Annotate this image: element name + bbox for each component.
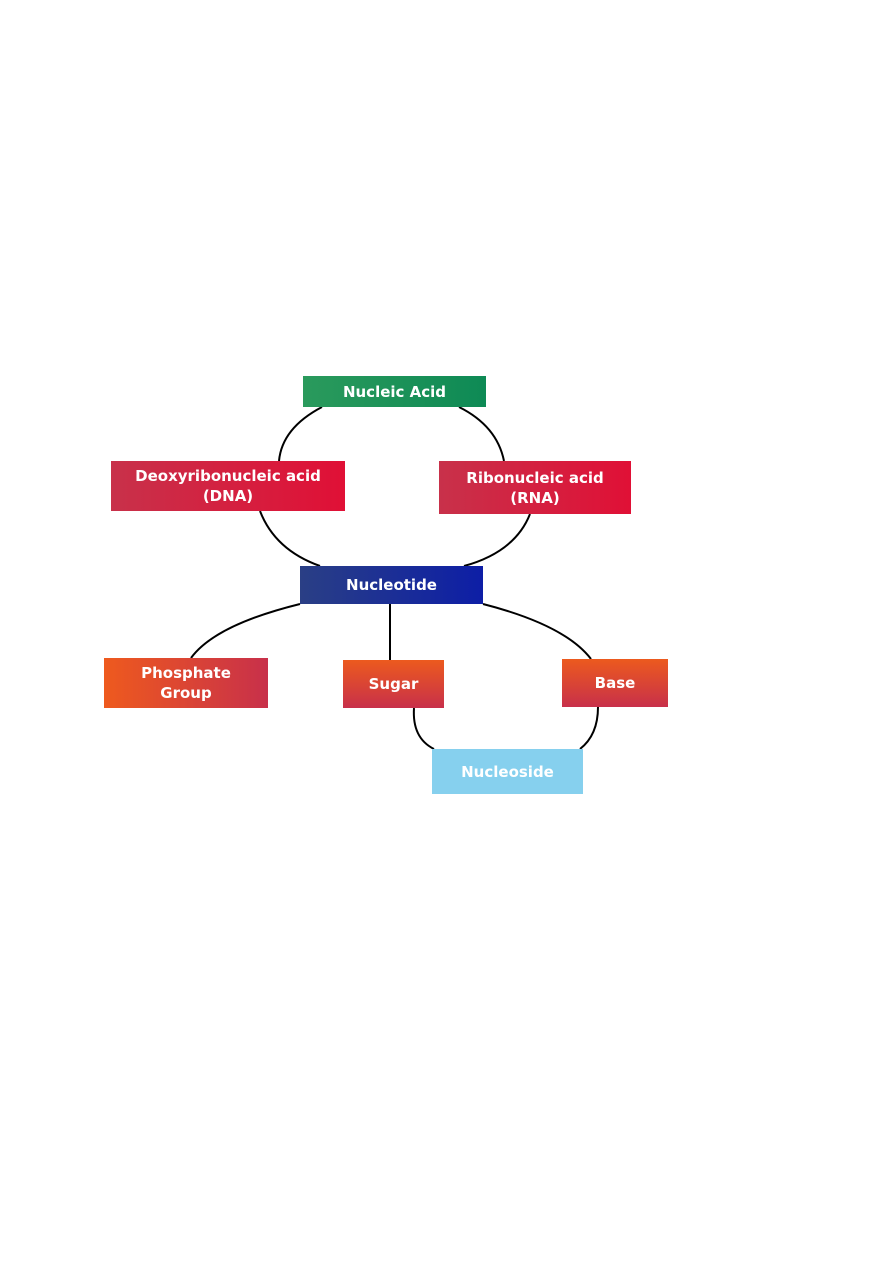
node-label: Ribonucleic acid: [466, 468, 604, 487]
node-label: Deoxyribonucleic acid: [135, 467, 321, 485]
node-label: Nucleoside: [461, 762, 554, 781]
node-label: Group: [160, 684, 212, 702]
node-nucleoside: Nucleoside: [432, 749, 583, 794]
edge-nucleotide-to-phosphate: [190, 603, 301, 659]
node-label: Base: [594, 674, 636, 692]
edge-nucleotide-to-base: [482, 603, 592, 660]
edge-nucleic-acid-to-dna: [278, 406, 323, 462]
node-label: Nucleotide: [346, 576, 437, 594]
node-dna: Deoxyribonucleic acid (DNA): [111, 461, 345, 511]
node-label: (RNA): [510, 488, 560, 507]
node-nucleotide: Nucleotide: [300, 566, 483, 604]
edge-base-to-nucleoside: [579, 706, 599, 750]
node-sugar: Sugar: [343, 660, 444, 708]
node-label: (DNA): [202, 487, 254, 505]
node-label: Sugar: [368, 675, 419, 693]
edge-sugar-to-nucleoside: [412, 707, 435, 750]
edge-dna-to-nucleotide: [259, 510, 321, 567]
edge-nucleic-acid-to-rna: [458, 406, 505, 462]
node-nucleic-acid: Nucleic Acid: [303, 376, 486, 407]
node-phosphate-group: Phosphate Group: [104, 658, 268, 708]
node-label: Nucleic Acid: [342, 382, 447, 401]
node-label: Phosphate: [141, 664, 231, 682]
node-rna: Ribonucleic acid (RNA): [439, 461, 631, 514]
node-base: Base: [562, 659, 668, 707]
edge-rna-to-nucleotide: [463, 513, 531, 567]
